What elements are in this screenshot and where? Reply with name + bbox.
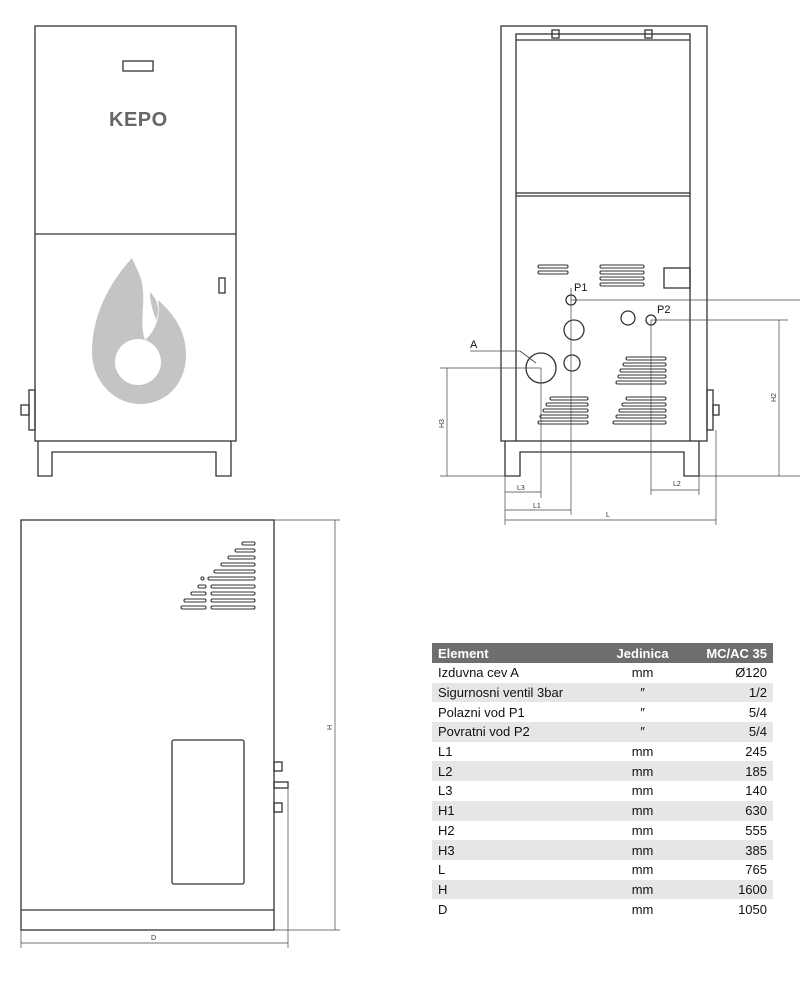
front-base-frame xyxy=(37,441,232,477)
cell-value: 765 xyxy=(745,862,767,878)
cell-element: H xyxy=(432,879,603,900)
cell-unit: mm xyxy=(602,761,683,782)
col-unit: Jedinica xyxy=(602,643,683,663)
side-door-window xyxy=(171,739,245,885)
label-p2: P2 xyxy=(657,304,670,316)
flame-logo xyxy=(92,258,186,404)
cell-unit: mm xyxy=(631,665,654,681)
side-vents xyxy=(180,541,256,610)
rear-upper-recess xyxy=(515,33,691,194)
rear-cabinet xyxy=(500,25,708,442)
spec-table-header: Element Jedinica MC/AC 35 xyxy=(432,643,773,663)
cell-element: Polazni vod P1 xyxy=(438,704,525,720)
rear-lower-panel xyxy=(515,193,691,441)
rear-port-upper xyxy=(563,319,585,341)
table-row: Sigurnosni ventil 3bar″1/2 xyxy=(432,682,773,703)
rear-vents-right-mid xyxy=(615,356,667,385)
cell-element: L xyxy=(438,862,446,878)
cell-unit: mm xyxy=(631,744,654,760)
rear-vents-bottom-left xyxy=(537,396,589,425)
table-row: Povratni vod P2″5/4 xyxy=(432,722,773,742)
cell-element: H2 xyxy=(438,822,455,838)
table-row: L3 mm 140 xyxy=(432,781,773,801)
dim-l3: L3 xyxy=(517,485,525,492)
side-cabinet xyxy=(20,519,275,931)
cell-unit: ″ xyxy=(602,682,683,703)
label-a: A xyxy=(470,339,478,351)
col-element: Element xyxy=(432,643,603,663)
dim-h: H xyxy=(327,725,334,730)
rear-view: P1 P2 A H3 H2 L3 L1 L2 L xyxy=(439,25,800,525)
rear-port-right xyxy=(620,310,636,326)
cell-value: 245 xyxy=(745,744,767,760)
front-door-handle xyxy=(218,277,226,294)
table-row: Polazni vod P1 ″ 5/4 xyxy=(432,702,773,722)
table-row: L1 mm 245 xyxy=(432,742,773,762)
cell-unit: ″ xyxy=(640,704,645,720)
cell-element: L1 xyxy=(438,744,453,760)
cell-value: 1050 xyxy=(738,901,767,917)
flame-tip xyxy=(150,292,158,320)
spec-table: Element Jedinica MC/AC 35 Izduvna cev A m… xyxy=(432,643,773,919)
cell-element: L2 xyxy=(432,761,603,782)
cell-unit: mm xyxy=(631,783,654,799)
front-left-pipe-stub xyxy=(20,404,30,416)
cell-value: 5/4 xyxy=(682,722,773,742)
dim-l: L xyxy=(606,512,610,519)
side-view: H D xyxy=(20,519,340,948)
rear-vents-top-left xyxy=(537,264,569,275)
col-value: MC/AC 35 xyxy=(682,643,773,663)
dim-h2: H2 xyxy=(771,393,778,402)
cell-unit: mm xyxy=(631,901,654,917)
table-row: H2 mm 555 xyxy=(432,821,773,841)
cell-element: D xyxy=(438,901,448,917)
rear-vents-top-right xyxy=(599,264,645,287)
rear-top-clip-left xyxy=(551,29,560,39)
cell-value: Ø120 xyxy=(735,665,767,681)
rear-base-frame xyxy=(504,441,700,477)
rear-port-lower xyxy=(563,354,581,372)
dim-d: D xyxy=(151,935,156,942)
cell-element: H3 xyxy=(432,840,603,860)
table-row: Izduvna cev A mm Ø120 xyxy=(432,663,773,683)
cell-value: 555 xyxy=(745,822,767,838)
cell-value: 5/4 xyxy=(748,704,767,720)
rear-connector-box xyxy=(663,267,691,289)
cell-unit: mm xyxy=(602,800,683,821)
brand-logo: KEPO xyxy=(109,109,168,131)
rear-top-clip-right xyxy=(644,29,653,39)
rear-vents-bottom-right xyxy=(612,396,667,425)
cell-element: H1 xyxy=(432,800,603,821)
cell-element: Izduvna cev A xyxy=(438,665,519,681)
cell-value: 140 xyxy=(745,783,767,799)
cell-unit: mm xyxy=(631,862,654,878)
cell-value: 1600 xyxy=(682,879,773,900)
cell-unit: mm xyxy=(602,879,683,900)
flame-ring-hole xyxy=(115,339,161,385)
dim-l2: L2 xyxy=(673,481,681,488)
dim-l1: L1 xyxy=(533,503,541,510)
cell-element: Sigurnosni ventil 3bar xyxy=(432,682,603,703)
cell-unit: mm xyxy=(631,822,654,838)
cell-value: 630 xyxy=(682,800,773,821)
cell-element: L3 xyxy=(438,783,453,799)
cell-unit: mm xyxy=(602,840,683,860)
cell-value: 385 xyxy=(682,840,773,860)
front-left-pipe xyxy=(28,389,36,431)
cell-value: 1/2 xyxy=(682,682,773,703)
front-display-window xyxy=(122,60,154,72)
dim-h3: H3 xyxy=(439,419,446,428)
cell-value: 185 xyxy=(682,761,773,782)
cell-unit: ″ xyxy=(602,722,683,742)
front-view: KEPO xyxy=(20,25,237,477)
cell-element: Povratni vod P2 xyxy=(432,722,603,742)
label-p1: P1 xyxy=(574,282,587,294)
